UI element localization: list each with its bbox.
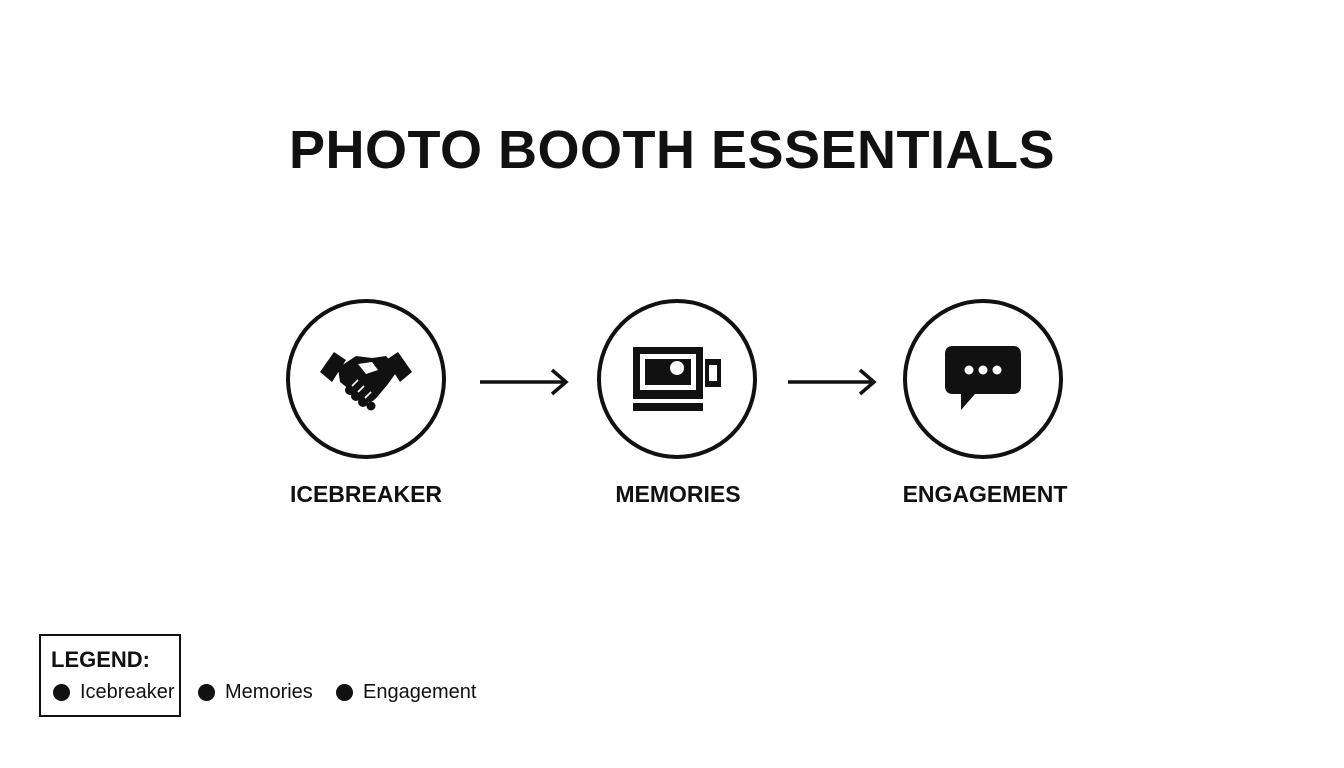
memories-label: MEMORIES (615, 481, 741, 507)
legend-item-engagement: Engagement (336, 679, 476, 705)
memories-node (597, 299, 757, 459)
arrow-icebreaker-to-memories (480, 368, 569, 396)
speech-bubble-icon (945, 346, 1021, 410)
legend-item-memories: Memories (198, 679, 313, 705)
legend-dot-icon (336, 683, 353, 701)
engagement-node (903, 299, 1063, 459)
arrow-memories-to-engagement (788, 368, 877, 396)
legend-dot-icon (198, 683, 215, 701)
handshake-icon (320, 352, 412, 411)
legend-item-icebreaker: Icebreaker (53, 679, 175, 705)
legend-box (39, 634, 181, 717)
camera-icon (633, 347, 721, 411)
legend-title: LEGEND: (51, 647, 150, 672)
legend-item-label: Icebreaker (80, 681, 175, 703)
icebreaker-node (286, 299, 446, 459)
icebreaker-label: ICEBREAKER (289, 481, 443, 507)
legend-item-label: Memories (225, 681, 313, 703)
diagram-title: PHOTO BOOTH ESSENTIALS (288, 120, 1056, 180)
legend-item-label: Engagement (363, 681, 477, 703)
legend-dot-icon (53, 683, 70, 701)
engagement-label: ENGAGEMENT (902, 481, 1068, 507)
